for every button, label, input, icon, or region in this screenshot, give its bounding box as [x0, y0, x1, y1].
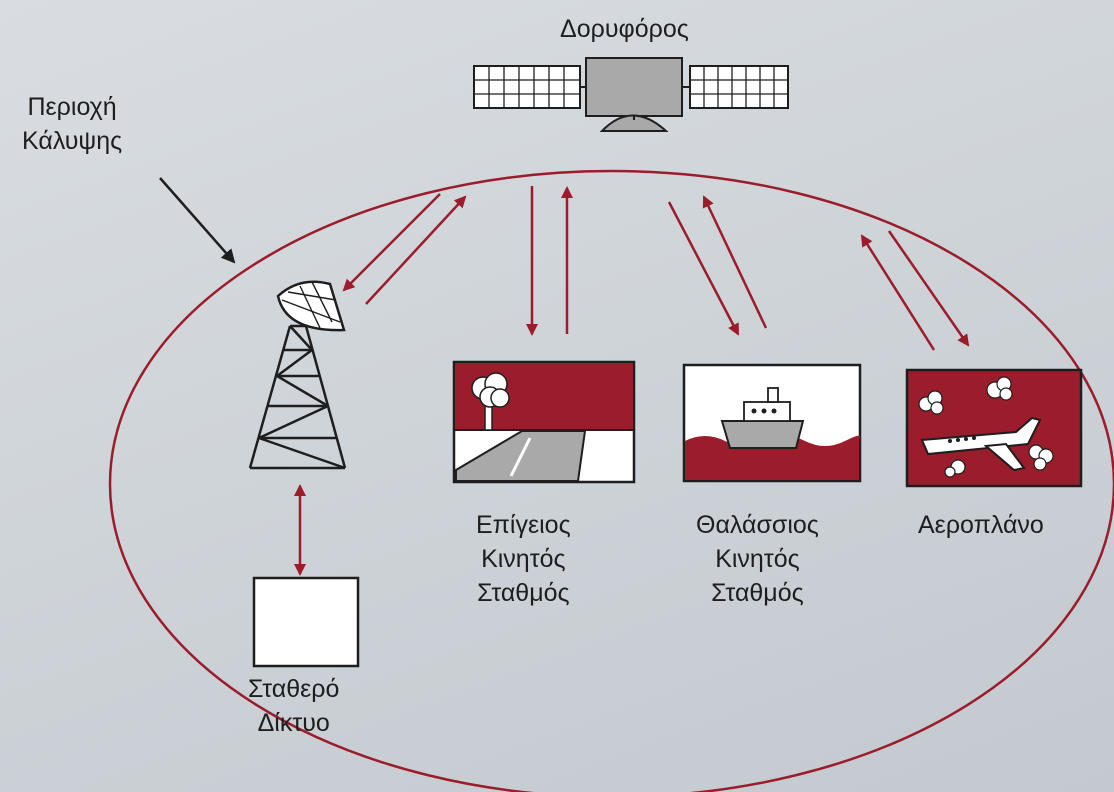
uplink-arrow-sea — [702, 195, 768, 329]
airplane-scene-icon — [905, 368, 1083, 488]
satellite-label: Δορυφόρος — [560, 15, 689, 43]
coverage-pointer-arrow — [159, 177, 236, 264]
uplink-arrow-airplane — [860, 234, 936, 351]
sea-station-label: Θαλάσσιος Κινητός Σταθμός — [696, 508, 819, 610]
sea-label-line2: Κινητός — [715, 545, 800, 573]
land-station-label: Επίγειος Κινητός Σταθμός — [476, 508, 571, 610]
downlink-arrow-airplane — [887, 230, 970, 347]
land-label-line3: Σταθμός — [477, 579, 570, 607]
sea-label-line1: Θαλάσσιος — [696, 511, 819, 539]
fixed-label-line2: Δίκτυο — [257, 709, 330, 737]
fixed-network-label: Σταθερό Δίκτυο — [248, 672, 339, 740]
coverage-area-ellipse — [108, 169, 1114, 792]
coverage-label-line2: Κάλυψης — [22, 127, 123, 155]
land-vehicle-scene-icon — [452, 360, 636, 484]
downlink-arrow-tower — [342, 193, 441, 292]
fixed-label-line1: Σταθερό — [248, 675, 340, 703]
antenna-tower-icon — [248, 280, 347, 470]
land-label-line1: Επίγειος — [476, 511, 571, 539]
link-arrows — [294, 186, 970, 576]
ship-scene-icon — [682, 363, 862, 483]
coverage-label-line1: Περιοχή — [27, 93, 117, 121]
coverage-area-label: Περιοχή Κάλυψης — [22, 90, 122, 158]
airplane-label: Αεροπλάνο — [918, 511, 1044, 539]
downlink-arrow-sea — [667, 201, 740, 336]
uplink-arrow-tower — [365, 195, 467, 305]
satellite-icon — [473, 57, 789, 132]
fixed-network-box — [252, 576, 360, 668]
sea-label-line3: Σταθμός — [711, 579, 804, 607]
land-label-line2: Κινητός — [481, 545, 566, 573]
